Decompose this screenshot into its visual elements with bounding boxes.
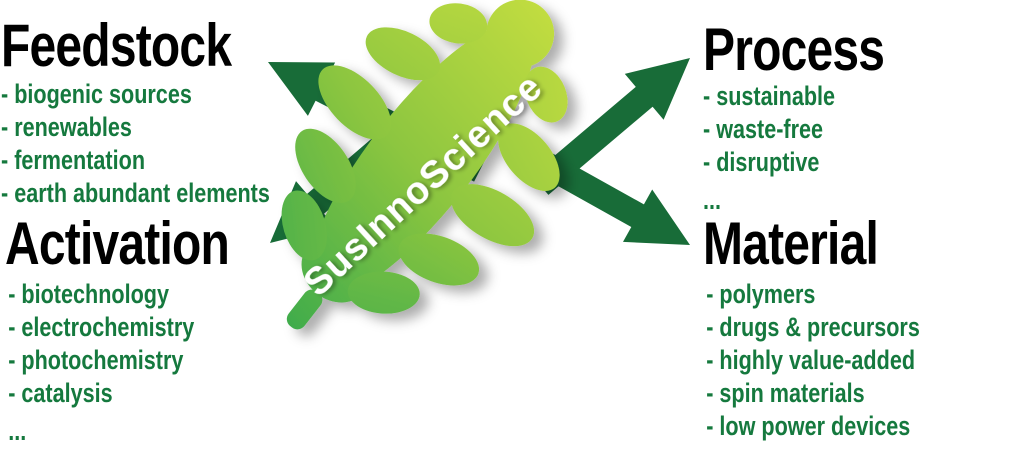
quadrant-title-activation: Activation	[5, 210, 230, 277]
activation-list: - biotechnology - electrochemistry - pho…	[5, 278, 229, 448]
quadrant-title-process: Process	[703, 16, 885, 83]
leaf-stem	[286, 289, 323, 330]
quadrant-material: Material - polymers - drugs & precursors…	[703, 214, 920, 443]
list-item: - spin materials	[706, 378, 865, 408]
leaf-logo	[281, 0, 568, 330]
material-list: - polymers - drugs & precursors - highly…	[703, 278, 920, 443]
feedstock-list: - biogenic sources - renewables - fermen…	[1, 78, 270, 210]
list-item: - fermentation	[1, 145, 146, 175]
quadrant-feedstock: Feedstock - biogenic sources - renewable…	[1, 16, 270, 210]
quadrant-title-feedstock: Feedstock	[1, 12, 232, 79]
list-item: - catalysis	[8, 378, 113, 408]
list-item: - drugs & precursors	[706, 312, 920, 342]
list-item: - biotechnology	[8, 279, 169, 309]
list-item: - waste-free	[703, 114, 824, 144]
list-item: - low power devices	[706, 411, 911, 441]
list-item: - disruptive	[703, 147, 820, 177]
quadrant-process: Process - sustainable - waste-free - dis…	[703, 16, 885, 217]
list-item: - photochemistry	[8, 345, 184, 375]
list-item: - earth abundant elements	[1, 178, 270, 208]
list-item: - highly value-added	[706, 345, 916, 375]
list-item: - polymers	[706, 279, 816, 309]
quadrant-title-material: Material	[703, 210, 879, 277]
list-item: - sustainable	[703, 81, 836, 111]
list-item: - renewables	[1, 112, 132, 142]
list-item-ellipsis: ...	[703, 185, 722, 215]
list-item-ellipsis: ...	[8, 416, 27, 446]
list-item: - biogenic sources	[1, 79, 192, 109]
process-list: - sustainable - waste-free - disruptive …	[703, 80, 884, 217]
arrow-upper-right-icon	[531, 58, 690, 195]
quadrant-activation: Activation - biotechnology - electrochem…	[5, 210, 230, 448]
list-item: - electrochemistry	[8, 312, 195, 342]
